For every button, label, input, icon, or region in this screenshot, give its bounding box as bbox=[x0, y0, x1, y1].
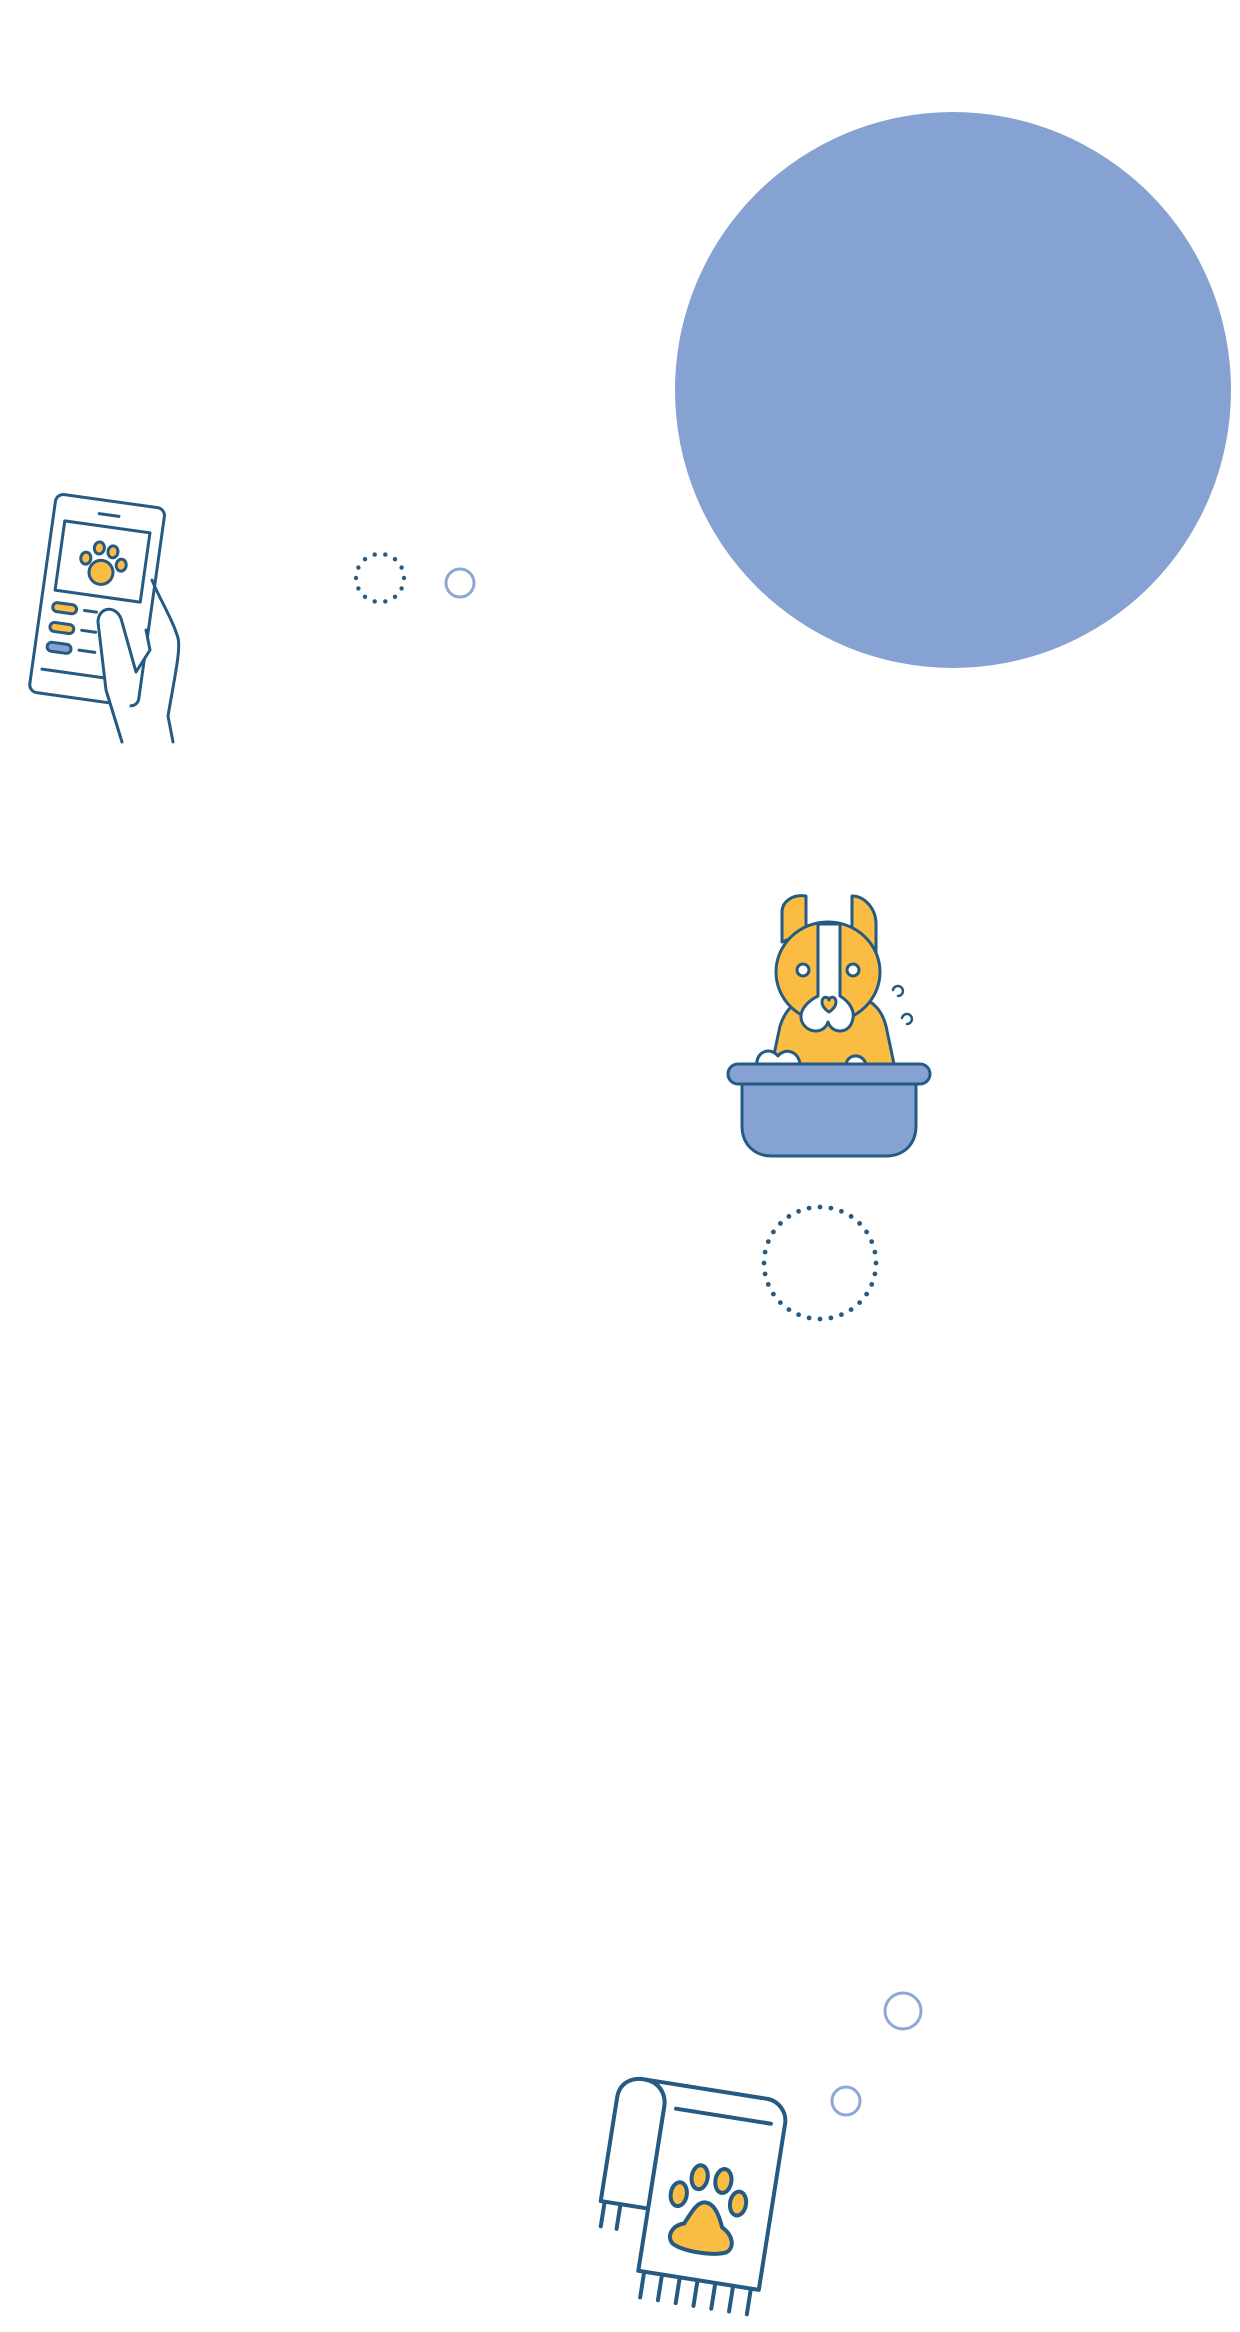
ring-dot bbox=[817, 1316, 823, 1322]
ring-dot bbox=[353, 575, 359, 581]
ring-dot bbox=[372, 552, 377, 557]
ring-dot bbox=[362, 557, 368, 562]
dots-ring-large bbox=[761, 1204, 879, 1322]
ring-dot bbox=[839, 1208, 844, 1214]
ring-dot bbox=[857, 1300, 862, 1305]
ring-dot bbox=[786, 1214, 792, 1219]
ring-dot bbox=[786, 1307, 792, 1312]
ring-dot bbox=[383, 599, 388, 604]
ring-dot bbox=[806, 1205, 812, 1211]
ring-dot bbox=[771, 1229, 776, 1235]
ring-dot bbox=[401, 575, 407, 581]
ring-dot bbox=[399, 565, 404, 570]
ring-dot bbox=[857, 1221, 862, 1226]
ring-dot bbox=[356, 586, 361, 591]
ring-dot bbox=[762, 1249, 768, 1255]
ring-bottom-2 bbox=[830, 2085, 862, 2117]
ring-dot bbox=[864, 1291, 869, 1297]
ring-dot bbox=[872, 1249, 878, 1255]
ring-dot bbox=[839, 1312, 844, 1318]
ring-dot bbox=[778, 1300, 783, 1305]
ring-dot bbox=[762, 1271, 768, 1277]
ring-dot bbox=[848, 1214, 854, 1219]
ring-dot bbox=[362, 594, 368, 599]
ring-dot bbox=[765, 1239, 771, 1244]
dog-bathing-icon bbox=[726, 894, 932, 1158]
ring-dot bbox=[796, 1312, 801, 1318]
ring-dot bbox=[765, 1282, 771, 1287]
ring-dot bbox=[817, 1204, 823, 1210]
ring-dot bbox=[848, 1307, 854, 1312]
ring-dot bbox=[872, 1271, 878, 1277]
dots-ring-small bbox=[353, 552, 407, 604]
ring-dot bbox=[392, 557, 398, 562]
ring-dot bbox=[778, 1221, 783, 1226]
ring-dot bbox=[873, 1260, 879, 1266]
ring-top bbox=[444, 567, 476, 599]
ring-dot bbox=[869, 1282, 875, 1287]
ring-dot bbox=[828, 1315, 834, 1321]
ring-dot bbox=[761, 1260, 767, 1266]
ring-dot bbox=[796, 1208, 801, 1214]
phone-with-paw-icon bbox=[28, 493, 181, 744]
paw-towel-icon bbox=[598, 2076, 788, 2317]
big-blue-circle bbox=[675, 112, 1231, 668]
ring-dot bbox=[392, 594, 398, 599]
ring-dot bbox=[383, 552, 388, 557]
ring-bottom-1 bbox=[883, 1991, 923, 2031]
ring-dot bbox=[356, 565, 361, 570]
ring-dot bbox=[372, 599, 377, 604]
ring-dot bbox=[828, 1205, 834, 1211]
ring-dot bbox=[771, 1291, 776, 1297]
ring-dot bbox=[864, 1229, 869, 1235]
ring-dot bbox=[869, 1239, 875, 1244]
ring-dot bbox=[399, 586, 404, 591]
ring-dot bbox=[806, 1315, 812, 1321]
